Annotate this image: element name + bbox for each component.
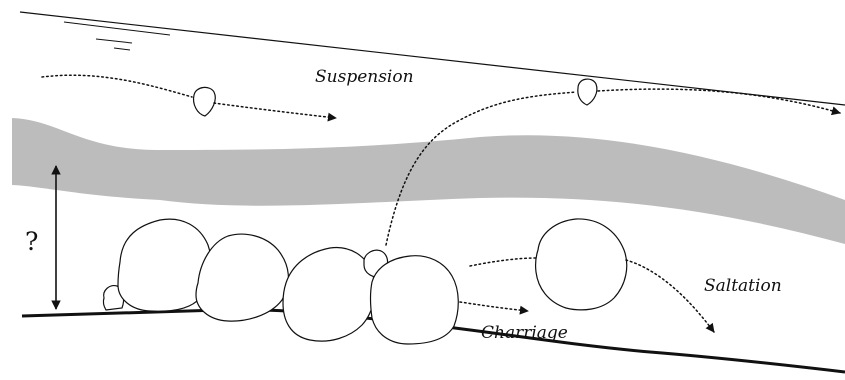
boulder-2: [195, 233, 289, 322]
saltation-arc-path: [385, 91, 577, 246]
water-surface-line: [19, 11, 845, 106]
suspension-path-1: [41, 74, 193, 98]
water-level-symbol: [63, 21, 171, 51]
boulder-3: [282, 246, 376, 342]
suspension-path-1-arrow: [213, 102, 337, 122]
saltation-path-in: [469, 257, 539, 267]
suspension-path-2-arrow: [597, 88, 841, 116]
charriage-arrow: [459, 301, 529, 315]
suspension-grain-1: [192, 86, 216, 117]
boulder-4: [369, 255, 459, 345]
depth-question-mark: ?: [25, 227, 38, 256]
label-suspension: Suspension: [315, 67, 414, 87]
label-charriage: Charriage: [481, 323, 568, 343]
gray-band: [12, 118, 845, 244]
saltation-path-out: [625, 259, 715, 333]
suspension-grain-2: [577, 78, 598, 106]
label-saltation: Saltation: [704, 276, 782, 296]
saltation-grain: [535, 218, 628, 311]
